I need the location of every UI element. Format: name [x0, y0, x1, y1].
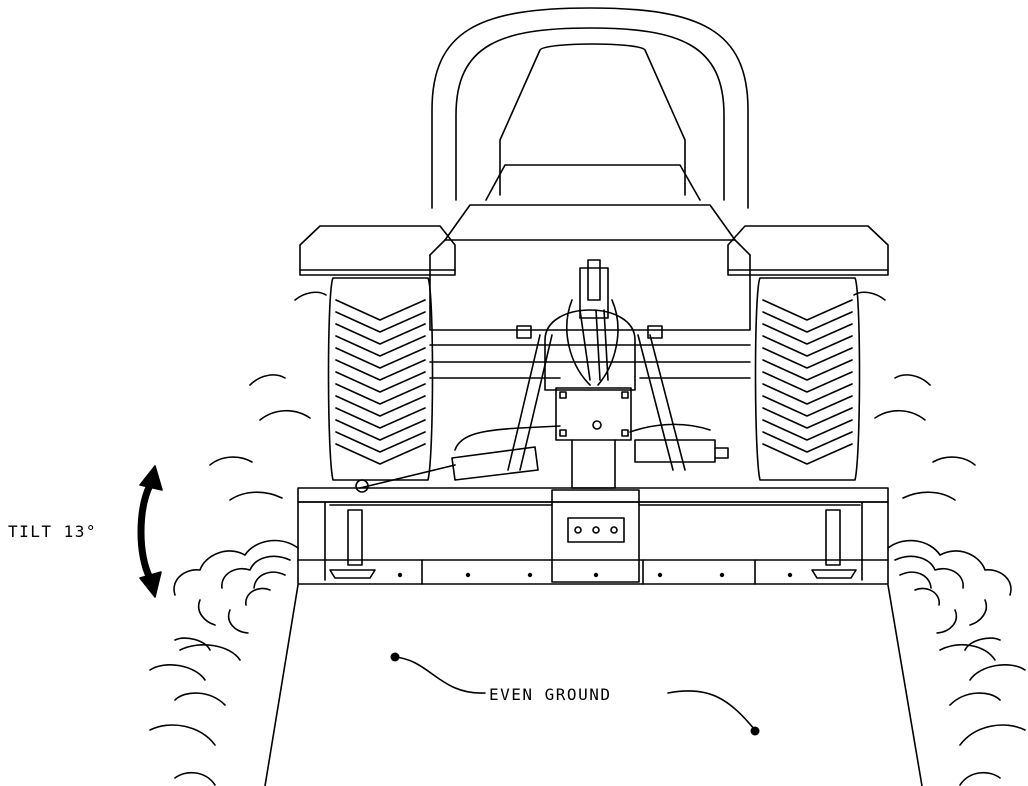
right-rear-tire — [756, 278, 860, 480]
dirt-clods-center — [180, 645, 995, 660]
left-rear-tire — [329, 278, 433, 480]
hydraulic-valve — [545, 260, 635, 440]
right-fender — [728, 226, 888, 275]
tilt-label: TILT 13° — [8, 522, 98, 541]
ground-label: EVEN GROUND — [489, 685, 612, 704]
tractor-seat — [486, 44, 700, 200]
rear-axle — [430, 345, 750, 378]
leader-dots — [390, 652, 760, 736]
blade-bolts — [397, 572, 793, 578]
lift-arms — [508, 326, 685, 470]
dirt-clods-left — [150, 292, 326, 785]
ground-leader-lines — [395, 657, 755, 730]
tilt-cylinder-left — [356, 426, 560, 492]
center-mast — [572, 440, 615, 488]
ground-path — [265, 585, 922, 786]
box-blade — [298, 488, 888, 584]
dirt-clods-right — [854, 292, 1025, 785]
left-fender — [300, 226, 455, 275]
tilt-cylinder-right — [630, 424, 728, 462]
tilt-arrow — [140, 466, 162, 597]
roll-bar — [432, 8, 748, 208]
